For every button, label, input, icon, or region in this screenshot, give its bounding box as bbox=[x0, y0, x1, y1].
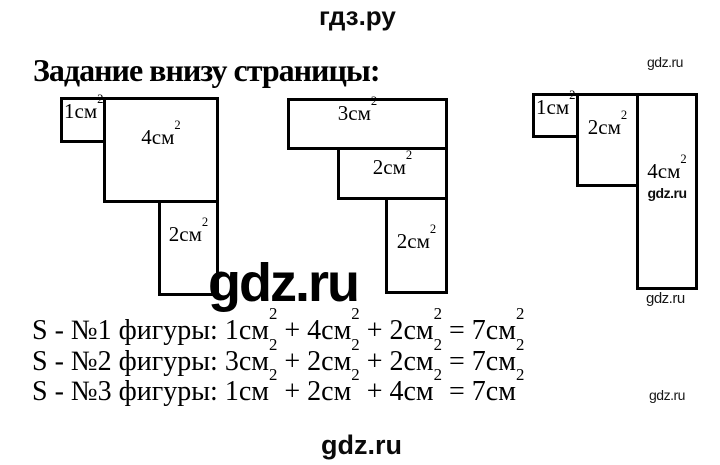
area-label: 3см bbox=[337, 101, 371, 125]
formula-segment: = 7см bbox=[442, 315, 516, 346]
site-logo-bottom: gdz.ru bbox=[321, 430, 402, 460]
figure3-cell-1cm: 1см2 bbox=[532, 89, 579, 138]
formula-segment: S - №3 фигуры: 1см bbox=[32, 376, 269, 407]
area-sup: 2 bbox=[620, 108, 628, 123]
formula-figure3: S - №3 фигуры: 1см2 + 2см2 + 4см2 = 7см2 bbox=[32, 367, 524, 408]
watermark-figure3-inner: gdz.ru bbox=[647, 185, 688, 201]
figure2-cell-2cm-b: 2см2 bbox=[385, 197, 448, 294]
formula-sup: 2 bbox=[433, 304, 443, 324]
formula-segment: = 7см bbox=[442, 345, 516, 377]
formula-segment: = 7см bbox=[442, 376, 516, 407]
formula-sup: 2 bbox=[515, 334, 525, 354]
area-label: 1см bbox=[64, 99, 98, 123]
formula-segment: + 2см bbox=[359, 315, 434, 346]
formula-segment: + 2см bbox=[359, 345, 434, 377]
formula-sup: 2 bbox=[515, 365, 525, 385]
area-formulas: S - №1 фигуры: 1см2 + 4см2 + 2см2 = 7см2… bbox=[32, 306, 524, 408]
figure3-cell-2cm: 2см2 bbox=[576, 93, 639, 187]
watermark-center: gdz.ru bbox=[208, 253, 360, 313]
formula-segment: + 2см bbox=[277, 345, 352, 377]
area-sup: 2 bbox=[174, 118, 181, 133]
area-sup: 2 bbox=[201, 215, 209, 230]
area-sup: 2 bbox=[370, 94, 378, 109]
figure1-cell-2cm: 2см2 bbox=[158, 200, 219, 296]
formula-sup: 2 bbox=[351, 365, 360, 385]
formula-sup: 2 bbox=[268, 365, 278, 385]
formula-sup: 2 bbox=[351, 334, 360, 354]
formula-sup: 2 bbox=[515, 304, 525, 324]
area-sup: 2 bbox=[429, 222, 437, 237]
area-label: 2см bbox=[396, 229, 430, 253]
formula-figure1: S - №1 фигуры: 1см2 + 4см2 + 2см2 = 7см2 bbox=[32, 306, 524, 347]
formula-sup: 2 bbox=[433, 334, 443, 354]
area-sup: 2 bbox=[569, 88, 576, 103]
watermark-figure3-bottom: gdz.ru bbox=[646, 290, 685, 307]
figure2-cell-3cm: 3см2 bbox=[287, 95, 448, 150]
formula-sup: 2 bbox=[268, 304, 278, 324]
area-label: 2см bbox=[168, 222, 202, 246]
area-label: 2см bbox=[587, 115, 621, 139]
formula-sup: 2 bbox=[351, 304, 360, 324]
formula-segment: + 4см bbox=[359, 376, 434, 407]
formula-segment: + 4см bbox=[277, 315, 352, 346]
formula-segment: S - №1 фигуры: 1см bbox=[32, 315, 269, 346]
formula-figure2: S - №2 фигуры: 3см2 + 2см2 + 2см2 = 7см2 bbox=[32, 336, 524, 378]
area-label: 2см bbox=[372, 155, 406, 179]
area-sup: 2 bbox=[405, 148, 413, 163]
area-label: 4см bbox=[141, 125, 175, 149]
site-logo-top: гдз.ру bbox=[319, 1, 396, 31]
figure1-cell-4cm: 4см2 bbox=[103, 97, 219, 203]
formula-segment: S - №2 фигуры: 3см bbox=[32, 345, 269, 377]
figure3-cell-4cm: 4см2 gdz.ru bbox=[636, 93, 698, 290]
area-label: 4см bbox=[647, 159, 681, 183]
formula-sup: 2 bbox=[433, 365, 443, 385]
formula-segment: + 2см bbox=[277, 376, 352, 407]
figure1-cell-1cm: 1см2 bbox=[60, 93, 106, 143]
task-heading: Задание внизу страницы: bbox=[33, 52, 381, 88]
area-label: 1см bbox=[536, 95, 570, 119]
area-sup: 2 bbox=[680, 152, 687, 167]
figure2-cell-2cm-a: 2см2 bbox=[337, 147, 448, 200]
watermark-top-right: gdz.ru bbox=[647, 54, 683, 70]
watermark-mid-right: gdz.ru bbox=[649, 387, 685, 403]
area-sup: 2 bbox=[97, 92, 104, 107]
formula-sup: 2 bbox=[268, 334, 278, 354]
